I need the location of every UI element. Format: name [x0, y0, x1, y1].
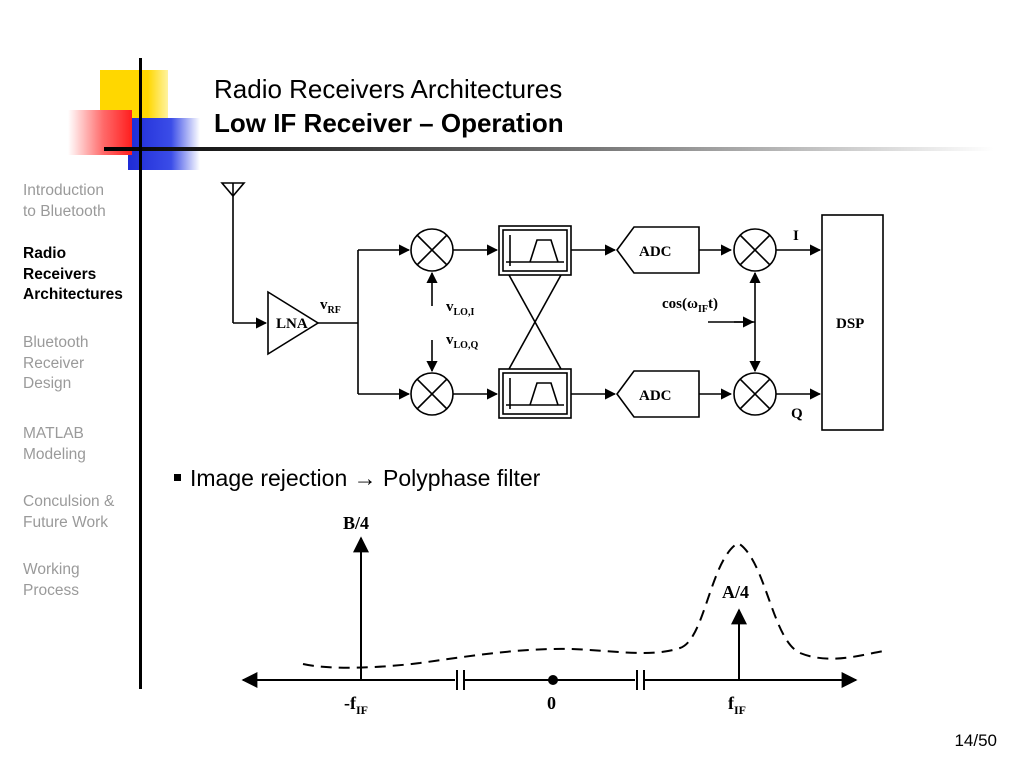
sidebar-divider: [139, 58, 142, 200]
bullet-square-icon: [174, 474, 181, 482]
sidebar-item-introduction[interactable]: Introduction to Bluetooth: [23, 181, 138, 222]
v-lo-q-label: vLO,Q: [446, 332, 478, 351]
adc-q-label: ADC: [639, 388, 672, 404]
axis-break-left: [455, 670, 465, 690]
sidebar-item-label: Design: [23, 375, 72, 392]
v-lo-i-label: vLO,I: [446, 299, 474, 318]
sidebar-item-label: Introduction: [23, 182, 104, 199]
tick-neg-fif: -fIF: [344, 693, 368, 717]
sidebar-item-label: MATLAB: [23, 425, 84, 442]
right-arrow-icon: →: [353, 465, 377, 491]
tick-zero: 0: [547, 693, 556, 713]
sidebar-item-label: Receiver: [23, 354, 85, 372]
bandpass-filter-q: [498, 368, 572, 419]
v-rf-label: vRF: [320, 297, 341, 316]
output-i-label: I: [793, 228, 799, 244]
label-a4: A/4: [722, 582, 749, 602]
tick-fif: fIF: [728, 693, 746, 717]
digital-mixer-i-icon: [733, 228, 777, 272]
lna-label: LNA: [276, 316, 308, 332]
bandpass-filter-i: [498, 225, 572, 276]
lna-amplifier: [267, 290, 320, 356]
dsp-label: DSP: [836, 316, 864, 332]
bullet-image-rejection: Image rejection → Polyphase filter: [174, 464, 540, 492]
sidebar-divider-lower: [139, 198, 142, 689]
sidebar-item-conclusion[interactable]: Conculsion & Future Work: [23, 492, 138, 533]
sidebar-item-label: Conculsion &: [23, 493, 115, 510]
slide-subtitle: Low IF Receiver – Operation: [214, 108, 564, 138]
low-if-block-diagram: LNA vRF vLO,I vLO,Q ADC ADC cos(ωIFt) I …: [220, 182, 884, 431]
adc-i-label: ADC: [639, 244, 672, 260]
mixer-i-icon: [410, 228, 454, 272]
sidebar-item-bluetooth-receiver[interactable]: Bluetooth Receiver Design: [23, 333, 138, 395]
antenna-icon: [220, 182, 268, 329]
sidebar-item-label: Architectures: [23, 286, 123, 303]
sidebar-item-radio-receivers[interactable]: Radio Receivers Architectures: [23, 244, 138, 306]
sidebar-item-label: Working: [23, 561, 80, 578]
sidebar-item-label: Modeling: [23, 445, 86, 463]
page-number: 14/50: [954, 731, 997, 750]
polyphase-cross-line: [508, 274, 562, 370]
mixer-q-icon: [410, 372, 454, 416]
slide-title: Radio Receivers Architectures: [214, 74, 563, 104]
dsp-block: [821, 214, 884, 431]
image-rejection-spectrum: B/4 A/4 -fIF 0 fIF: [241, 513, 885, 717]
bullet-text-after: Polyphase filter: [383, 465, 541, 491]
sidebar-item-label: to Bluetooth: [23, 202, 106, 220]
bullet-text-before: Image rejection: [190, 465, 348, 491]
sidebar-item-label: Process: [23, 581, 79, 599]
digital-mixer-q-icon: [733, 372, 777, 416]
dashed-spectrum-curve: [302, 541, 885, 669]
output-q-label: Q: [791, 406, 803, 422]
sidebar-item-working-process[interactable]: Working Process: [23, 560, 138, 601]
cos-if-label: cos(ωIFt): [662, 296, 718, 315]
sidebar-item-label: Bluetooth: [23, 334, 89, 351]
sidebar-item-label: Future Work: [23, 513, 108, 531]
origin-dot: [548, 675, 558, 685]
slide-logo: [68, 58, 994, 200]
sidebar-item-matlab[interactable]: MATLAB Modeling: [23, 424, 138, 465]
title-underline: [104, 147, 994, 151]
sidebar-item-label: Receivers: [23, 265, 97, 283]
sidebar-item-label: Radio: [23, 245, 67, 262]
label-b4: B/4: [343, 513, 369, 533]
axis-break-right: [635, 670, 645, 690]
